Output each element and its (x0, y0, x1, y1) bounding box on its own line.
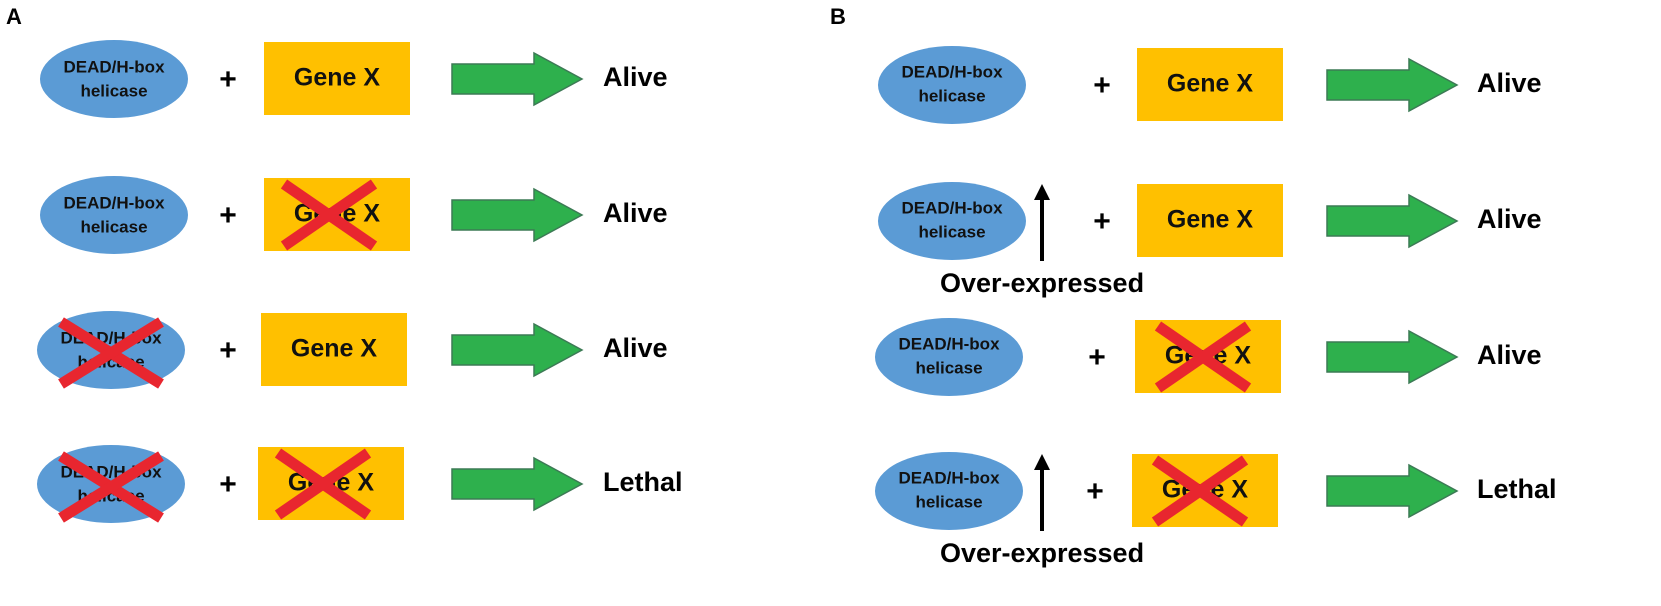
plus-sign: + (219, 63, 237, 96)
helicase-ellipse (40, 40, 188, 118)
outcome-label: Alive (603, 198, 668, 228)
overexpressed-label: Over-expressed (940, 538, 1144, 568)
outcome-label: Alive (603, 333, 668, 363)
helicase-label: helicase (80, 217, 147, 236)
panel-a-row: DEAD/H-box helicase + Gene X Alive (40, 40, 668, 118)
panel-label-a: A (6, 4, 22, 29)
gene-box (1137, 184, 1283, 257)
helicase-ellipse (40, 176, 188, 254)
outcome-label: Alive (1477, 340, 1542, 370)
gene-label: Gene X (1167, 206, 1253, 234)
helicase-label: helicase (915, 492, 982, 511)
gene-box (264, 42, 410, 115)
plus-sign: + (1086, 475, 1104, 508)
plus-sign: + (1088, 341, 1106, 374)
gene-box (261, 313, 407, 386)
right-arrow-icon (451, 322, 584, 378)
right-arrow-icon (1326, 463, 1459, 519)
helicase-ellipse (875, 318, 1023, 396)
plus-sign: + (1093, 205, 1111, 238)
outcome-label: Alive (1477, 204, 1542, 234)
outcome-label: Alive (1477, 68, 1542, 98)
plus-sign: + (219, 199, 237, 232)
right-arrow-icon (1326, 57, 1459, 113)
outcome-label: Alive (603, 62, 668, 92)
helicase-label: helicase (918, 86, 985, 105)
knockout-cross-icon (280, 179, 378, 251)
helicase-ellipse (875, 452, 1023, 530)
panel-b-row: DEAD/H-box helicase + Gene X Alive (878, 46, 1542, 124)
knockout-cross-icon (274, 448, 372, 520)
up-arrow-head (1034, 184, 1050, 200)
plus-sign: + (219, 468, 237, 501)
cross-stroke (280, 179, 378, 251)
knockout-cross-icon (1151, 455, 1249, 527)
cross-stroke (58, 317, 164, 389)
knockout-cross-icon (58, 451, 164, 523)
helicase-label: DEAD/H-box (63, 193, 165, 212)
cross-stroke (1154, 321, 1252, 393)
helicase-label: DEAD/H-box (901, 62, 1003, 81)
cross-stroke (58, 451, 164, 523)
plus-sign: + (1093, 69, 1111, 102)
gene-label: Gene X (291, 335, 377, 363)
knockout-cross-icon (58, 317, 164, 389)
right-arrow-icon (451, 456, 584, 512)
outcome-label: Lethal (603, 467, 683, 497)
helicase-label: helicase (918, 222, 985, 241)
up-arrow-icon (1034, 184, 1050, 261)
gene-box (1137, 48, 1283, 121)
right-arrow-icon (451, 51, 584, 107)
helicase-label: DEAD/H-box (898, 468, 1000, 487)
right-arrow-icon (1326, 193, 1459, 249)
helicase-label: helicase (915, 358, 982, 377)
gene-label: Gene X (1167, 70, 1253, 98)
outcome-label: Lethal (1477, 474, 1557, 504)
cross-stroke (274, 448, 372, 520)
cross-stroke (1151, 455, 1249, 527)
up-arrow-icon (1034, 454, 1050, 531)
helicase-label: DEAD/H-box (898, 334, 1000, 353)
knockout-cross-icon (1154, 321, 1252, 393)
panel-label-b: B (830, 4, 846, 29)
helicase-label: DEAD/H-box (63, 57, 165, 76)
helicase-label: helicase (80, 81, 147, 100)
gene-label: Gene X (294, 64, 380, 92)
plus-sign: + (219, 334, 237, 367)
up-arrow-head (1034, 454, 1050, 470)
right-arrow-icon (451, 187, 584, 243)
right-arrow-icon (1326, 329, 1459, 385)
overexpressed-label: Over-expressed (940, 268, 1144, 298)
helicase-ellipse (878, 46, 1026, 124)
helicase-ellipse (878, 182, 1026, 260)
helicase-label: DEAD/H-box (901, 198, 1003, 217)
